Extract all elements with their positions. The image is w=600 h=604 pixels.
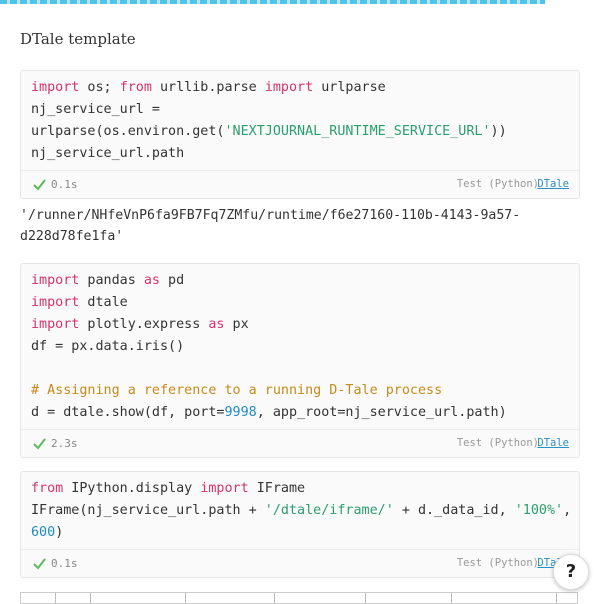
code-line: nj_service_url = [31, 99, 569, 121]
code-token: os; [79, 80, 120, 95]
code-token: nj_service_url.path [31, 146, 185, 161]
code-token: 9998 [224, 405, 257, 420]
iframe-toolbar-segment[interactable] [452, 593, 557, 603]
code-token: dtale [79, 295, 128, 310]
run-timing: 2.3s [51, 437, 78, 450]
code-token: # Assigning a reference to a running D-T… [31, 383, 443, 398]
cell-footer: 2.3s Test (Python) DTale [21, 429, 579, 457]
code-token: 'NEXTJOURNAL_RUNTIME_SERVICE_URL' [224, 124, 491, 139]
code-token: 600 [31, 525, 56, 540]
code-token: plotly.express [79, 317, 209, 332]
code-token: from [31, 481, 64, 496]
code-line: nj_service_url.path [31, 143, 569, 165]
code-token: import [31, 80, 80, 95]
run-timing: 0.1s [51, 557, 78, 570]
check-icon [33, 438, 46, 450]
iframe-toolbar-segment[interactable] [56, 593, 91, 603]
iframe-toolbar-segment[interactable] [21, 593, 56, 603]
code-token: px [224, 317, 249, 332]
code-cell[interactable]: import os; from urllib.parse import urlp… [20, 70, 580, 199]
code-token: import [31, 295, 80, 310]
code-line: df = px.data.iris() [31, 336, 569, 358]
environment-link[interactable]: DTale [537, 178, 569, 190]
code-token: import [200, 481, 249, 496]
code-line: # Assigning a reference to a running D-T… [31, 380, 569, 402]
check-icon [33, 558, 46, 570]
code-line: import pandas as pd [31, 270, 569, 292]
iframe-toolbar-segment[interactable] [186, 593, 275, 603]
runtime-label: Test (Python) [456, 557, 539, 569]
iframe-toolbar-segment[interactable] [366, 593, 452, 603]
cell-footer: 0.1s Test (Python) DTale [21, 549, 579, 577]
page-title: DTale template [20, 30, 136, 48]
runtime-label: Test (Python) [456, 178, 539, 190]
check-icon [33, 179, 46, 191]
code-token: '/dtale/iframe/' [264, 503, 394, 518]
code-line: import dtale [31, 292, 569, 314]
code-line: from IPython.display import IFrame [31, 478, 569, 500]
code-token: ) [55, 525, 64, 540]
code-line: import plotly.express as px [31, 314, 569, 336]
cell-footer: 0.1s Test (Python) DTale [21, 170, 579, 198]
code-token: df = px.data.iris() [31, 339, 185, 354]
code-token: import [264, 80, 314, 95]
code-token: d = dtale.show(df, port= [31, 405, 225, 420]
code-token: urlparse [313, 80, 386, 95]
iframe-toolbar-segment[interactable] [275, 593, 366, 603]
code-line: d = dtale.show(df, port=9998, app_root=n… [31, 402, 569, 424]
code-token: IFrame [248, 481, 306, 496]
dtale-iframe[interactable] [20, 592, 578, 604]
code-token: import [31, 317, 80, 332]
run-timing: 0.1s [51, 178, 78, 191]
code-token: as [208, 317, 225, 332]
code-line: import os; from urllib.parse import urlp… [31, 77, 569, 99]
code-token: from [119, 80, 152, 95]
runtime-label: Test (Python) [456, 437, 539, 449]
code-token: as [143, 273, 160, 288]
code-token: , [563, 503, 572, 518]
code-line: IFrame(nj_service_url.path + '/dtale/ifr… [31, 500, 572, 522]
code-token: urlparse(os.environ.get( [31, 124, 225, 139]
code-token: )) [490, 124, 507, 139]
code-token: urllib.parse [151, 80, 265, 95]
code-line: 600) [31, 522, 569, 544]
code-editor[interactable]: import os; from urllib.parse import urlp… [21, 71, 579, 170]
cell-output: '/runner/NHfeVnP6fa9FB7Fq7ZMfu/runtime/f… [20, 208, 521, 244]
code-token: pandas [79, 273, 144, 288]
code-token: import [31, 273, 80, 288]
progress-stripe [0, 0, 545, 4]
iframe-toolbar-segment[interactable] [91, 593, 186, 603]
code-token: IFrame(nj_service_url.path + [31, 503, 265, 518]
code-token: + d._data_id, [393, 503, 515, 518]
code-token: pd [160, 273, 185, 288]
code-token: , app_root=nj_service_url.path) [256, 405, 507, 420]
code-token: '100%' [514, 503, 564, 518]
code-token: nj_service_url = [31, 102, 160, 117]
code-line [31, 358, 569, 380]
help-icon[interactable]: ? [553, 554, 589, 590]
code-token: IPython.display [63, 481, 201, 496]
environment-link[interactable]: DTale [537, 437, 569, 449]
code-line: urlparse(os.environ.get('NEXTJOURNAL_RUN… [31, 121, 569, 143]
